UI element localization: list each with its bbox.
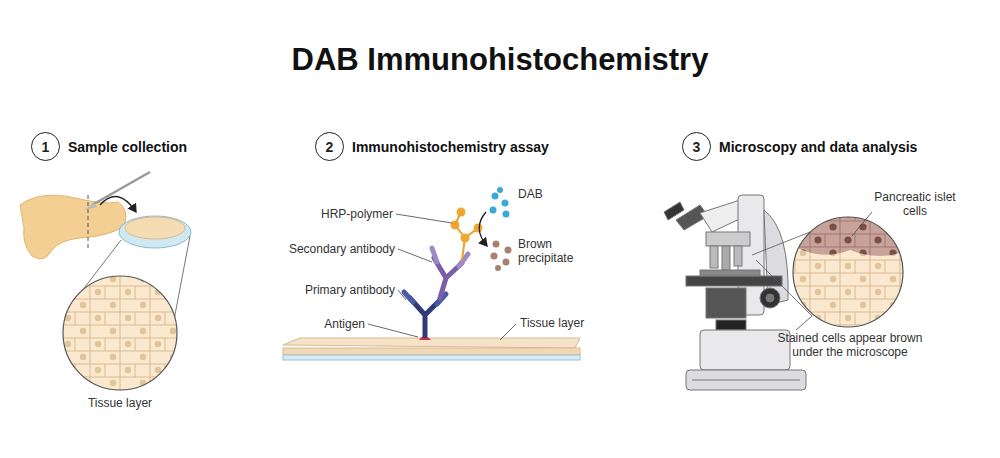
step-number: 1 xyxy=(31,132,60,161)
step-title: Immunohistochemistry assay xyxy=(352,139,549,155)
step-heading: 1 Sample collection xyxy=(31,132,187,161)
step-number: 3 xyxy=(682,132,711,161)
diagram-title: DAB Immunohistochemistry xyxy=(0,42,1000,78)
callout-label: Brown precipitate xyxy=(518,237,608,265)
callout-label: Pancreatic islet cells xyxy=(870,190,960,218)
callout-label: Antigen xyxy=(300,317,365,331)
step-number: 2 xyxy=(315,132,344,161)
callout-label: HRP-polymer xyxy=(273,207,393,221)
step-title: Microscopy and data analysis xyxy=(719,139,917,155)
step-heading: 3 Microscopy and data analysis xyxy=(682,132,917,161)
callout-label: Secondary antibody xyxy=(238,242,395,256)
callout-label: Stained cells appear brown under the mic… xyxy=(768,331,932,359)
callout-label: DAB xyxy=(518,187,558,201)
callout-label: Tissue layer xyxy=(520,316,610,330)
step-heading: 2 Immunohistochemistry assay xyxy=(315,132,549,161)
callout-label: Tissue layer xyxy=(70,396,170,410)
callout-label: Primary antibody xyxy=(238,283,395,297)
step-title: Sample collection xyxy=(68,139,187,155)
